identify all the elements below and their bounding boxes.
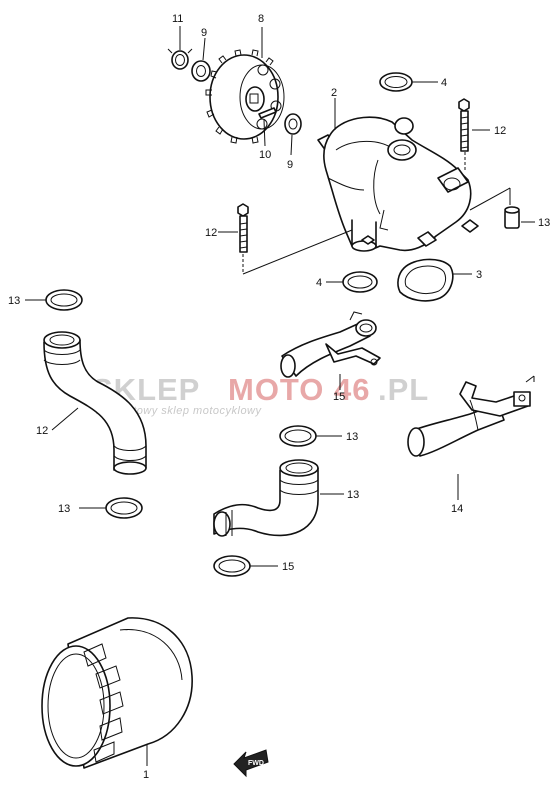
callout-13-b: 13 <box>58 503 70 515</box>
callout-5: 12 <box>205 227 217 239</box>
watermark-brand-right: .PL <box>378 372 429 407</box>
callout-12-center: 13 <box>347 489 359 501</box>
callout-8: 8 <box>258 13 264 25</box>
watermark-brand-mid: MOTO <box>228 372 324 407</box>
callout-13-e: 15 <box>282 561 294 573</box>
callout-12-left: 12 <box>36 425 48 437</box>
callout-14: 14 <box>451 503 463 515</box>
circlip-part <box>167 48 193 70</box>
callout-15: 15 <box>333 391 345 403</box>
bolt-part-short <box>237 203 249 253</box>
oil-pump-body-part <box>317 116 479 252</box>
oil-pipe-part-center <box>213 459 319 537</box>
callout-11: 11 <box>172 13 183 25</box>
callout-9-lower: 9 <box>287 159 293 171</box>
washer-part-lower <box>284 113 302 135</box>
oil-pump-gear-part <box>205 49 285 144</box>
callout-6: 12 <box>494 125 506 137</box>
dowel-pin-part <box>504 206 520 229</box>
callout-4-lower: 4 <box>316 277 322 289</box>
callout-13-a: 13 <box>8 295 20 307</box>
callout-4-upper: 4 <box>441 77 447 89</box>
pin-part <box>258 107 277 119</box>
callout-3: 3 <box>476 269 482 281</box>
callout-7: 13 <box>538 217 550 229</box>
o-ring-part-13-a <box>45 289 83 311</box>
callout-2: 2 <box>331 87 337 99</box>
callout-1: 1 <box>143 769 149 781</box>
watermark: SKLEP MOTO 46 .PL internetowy sklep moto… <box>92 372 429 417</box>
washer-part-upper <box>191 60 211 82</box>
oil-pipe-part-15 <box>280 311 381 378</box>
gasket-part <box>397 258 454 302</box>
oil-pipe-part-14 <box>407 375 535 457</box>
o-ring-part-13-b <box>105 497 143 519</box>
callout-10: 10 <box>259 149 271 161</box>
oil-pipe-part-left <box>43 331 147 475</box>
o-ring-part-lower <box>342 271 378 293</box>
oil-filter-part <box>41 617 193 769</box>
direction-label: FWD <box>248 760 264 767</box>
callout-9-upper: 9 <box>201 27 207 39</box>
o-ring-part-13-e <box>213 555 251 577</box>
bolt-part-long <box>458 98 470 152</box>
o-ring-part-upper <box>379 72 413 92</box>
callout-13-c: 13 <box>346 431 358 443</box>
o-ring-part-13-c <box>279 425 317 447</box>
forward-arrow-icon: FWD <box>233 749 269 778</box>
